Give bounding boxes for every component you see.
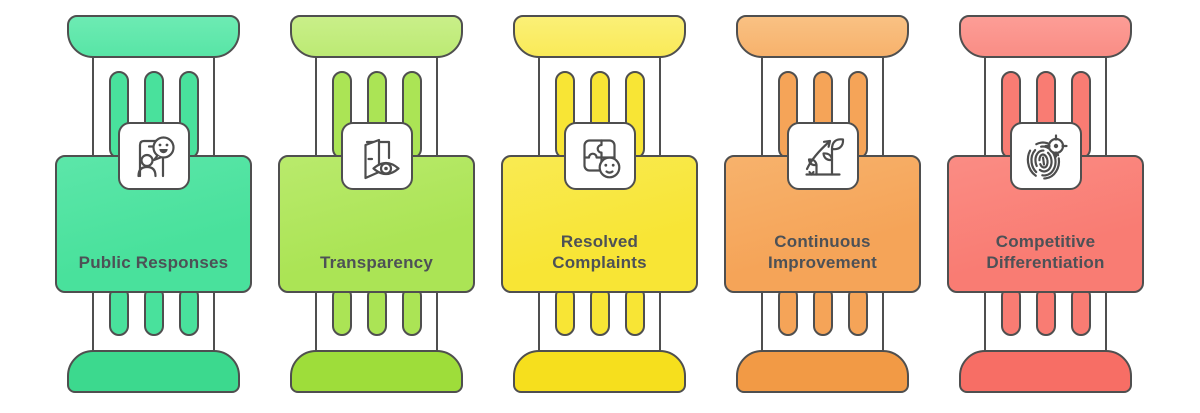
icon-card (117, 122, 190, 190)
column-flute (401, 286, 422, 336)
column-capital (290, 15, 463, 58)
column-base (513, 350, 686, 393)
column-flute (108, 286, 129, 336)
fingerprint-target-icon (1026, 134, 1068, 180)
pillar-competitive-differentiation: Competitive Differentiation (947, 0, 1144, 413)
icon-card (563, 122, 636, 190)
pillar-label: Competitive Differentiation (986, 232, 1105, 272)
pillar-label: Resolved Complaints (552, 232, 647, 272)
column-base (959, 350, 1132, 393)
pillar-label: Continuous Improvement (768, 232, 877, 272)
column-capital (67, 15, 240, 58)
column-flute (624, 286, 645, 336)
column-flute (1000, 286, 1021, 336)
pillar-body: Competitive Differentiation (947, 155, 1144, 293)
column-flute (589, 286, 610, 336)
column-flute (1035, 286, 1056, 336)
column-flute (847, 286, 868, 336)
column-base (736, 350, 909, 393)
column-capital (513, 15, 686, 58)
column-capital (736, 15, 909, 58)
column-flute (143, 286, 164, 336)
column-flute (1070, 286, 1091, 336)
column-base (67, 350, 240, 393)
column-flute (554, 286, 575, 336)
growth-plant-icon (804, 138, 844, 176)
column-flute (178, 286, 199, 336)
column-base (290, 350, 463, 393)
pillar-label: Public Responses (78, 253, 229, 272)
pillar-continuous-improvement: Continuous Improvement (724, 0, 921, 413)
column-flute (812, 286, 833, 336)
pillar-label: Transparency (320, 253, 433, 272)
door-eye-icon (363, 138, 400, 180)
icon-card (786, 122, 859, 190)
column-flute (331, 286, 352, 336)
puzzle-smiley-icon (582, 139, 620, 179)
icon-card (1009, 122, 1082, 190)
pillar-transparency: Transparency (278, 0, 475, 413)
column-capital (959, 15, 1132, 58)
column-flute (366, 286, 387, 336)
person-chat-icon (136, 136, 175, 178)
icon-card (340, 122, 413, 190)
column-flute (777, 286, 798, 336)
pillar-public-responses: Public Responses (55, 0, 252, 413)
pillar-resolved-complaints: Resolved Complaints (501, 0, 698, 413)
